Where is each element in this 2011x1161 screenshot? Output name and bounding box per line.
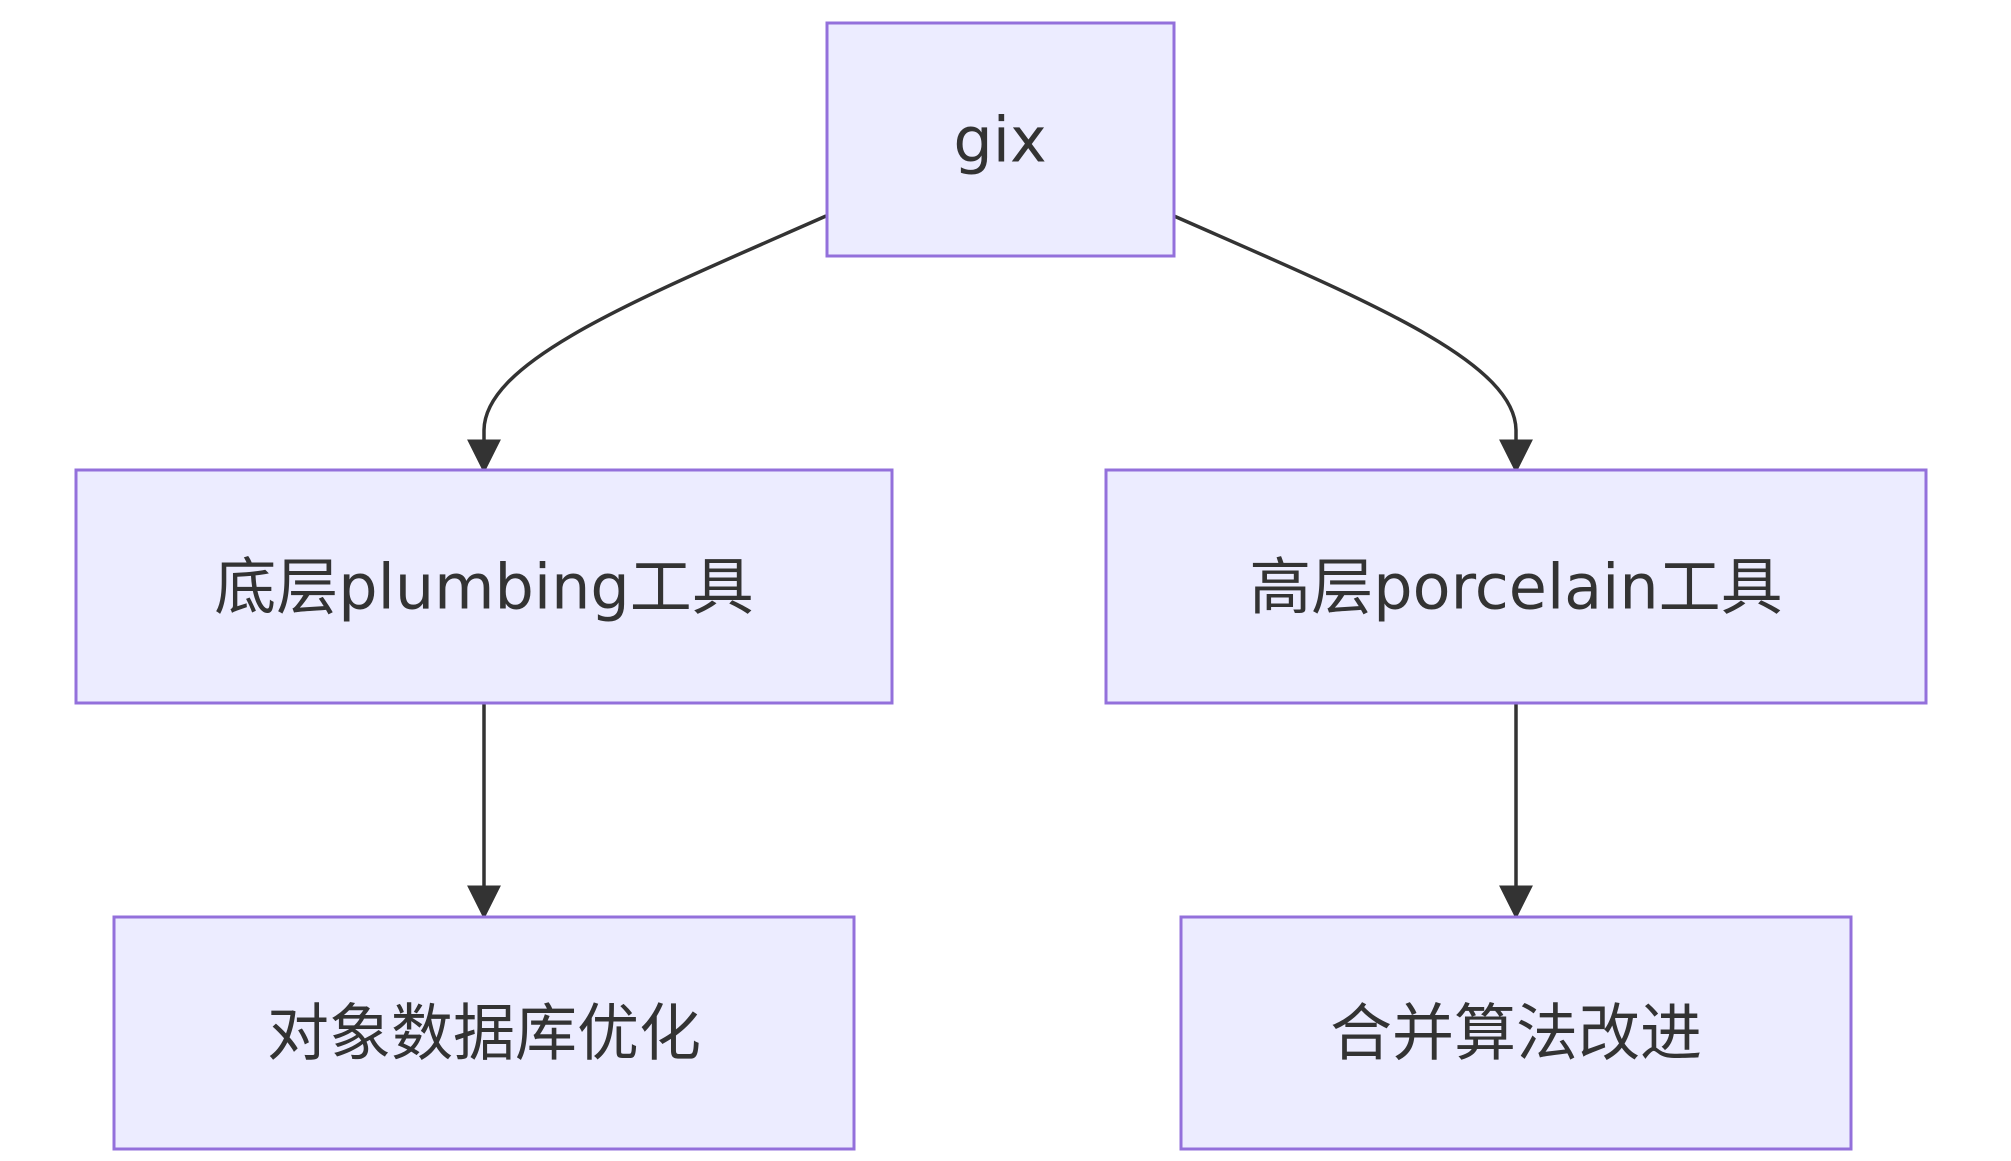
node-merge: 合并算法改进: [1179, 915, 1853, 1151]
node-porcelain-box: [1104, 468, 1928, 705]
node-porcelain-label: 高层porcelain工具: [1249, 551, 1782, 624]
node-gix-label: gix: [953, 104, 1046, 177]
node-merge-label: 合并算法改进: [1330, 997, 1702, 1070]
edge-gix-to-porcelain: [1173, 214, 1533, 474]
node-merge-box: [1179, 915, 1853, 1151]
node-plumbing-box: [74, 468, 894, 705]
edges-group: [467, 214, 1533, 920]
node-odb-label: 对象数据库优化: [267, 997, 701, 1070]
node-plumbing-label: 底层plumbing工具: [214, 551, 754, 624]
node-gix: gix: [825, 21, 1176, 258]
node-gix-box: [825, 21, 1176, 258]
node-odb-box: [112, 915, 856, 1151]
node-odb: 对象数据库优化: [112, 915, 856, 1151]
node-plumbing: 底层plumbing工具: [74, 468, 894, 705]
node-porcelain: 高层porcelain工具: [1104, 468, 1928, 705]
edge-gix-to-plumbing: [467, 214, 827, 474]
